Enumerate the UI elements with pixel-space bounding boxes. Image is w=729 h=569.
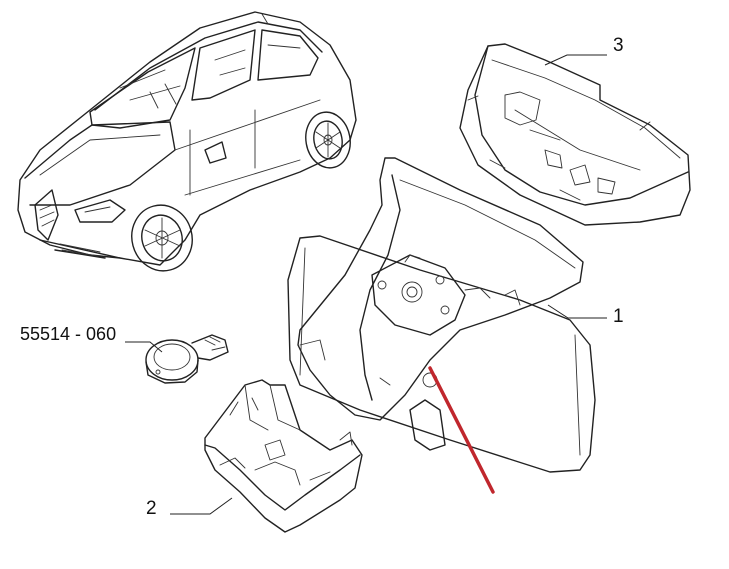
callout-part-3: 3 — [613, 35, 624, 56]
callout-part-1: 1 — [613, 306, 624, 327]
mirror-cover-part-3 — [459, 43, 691, 226]
highlight-line — [428, 366, 495, 494]
leader-line-sensor — [125, 341, 163, 353]
car-illustration — [17, 11, 357, 272]
lower-cover-part-2 — [204, 379, 363, 533]
leader-line-part-3 — [544, 54, 607, 66]
leader-line-part-2 — [170, 497, 233, 515]
rear-view-mirror-part-1 — [287, 157, 596, 473]
leader-line-part-1 — [547, 304, 607, 319]
rain-sensor-55514-060 — [145, 334, 229, 384]
callout-part-2: 2 — [146, 498, 157, 519]
sensor-part-number: 55514 - 060 — [20, 324, 117, 344]
